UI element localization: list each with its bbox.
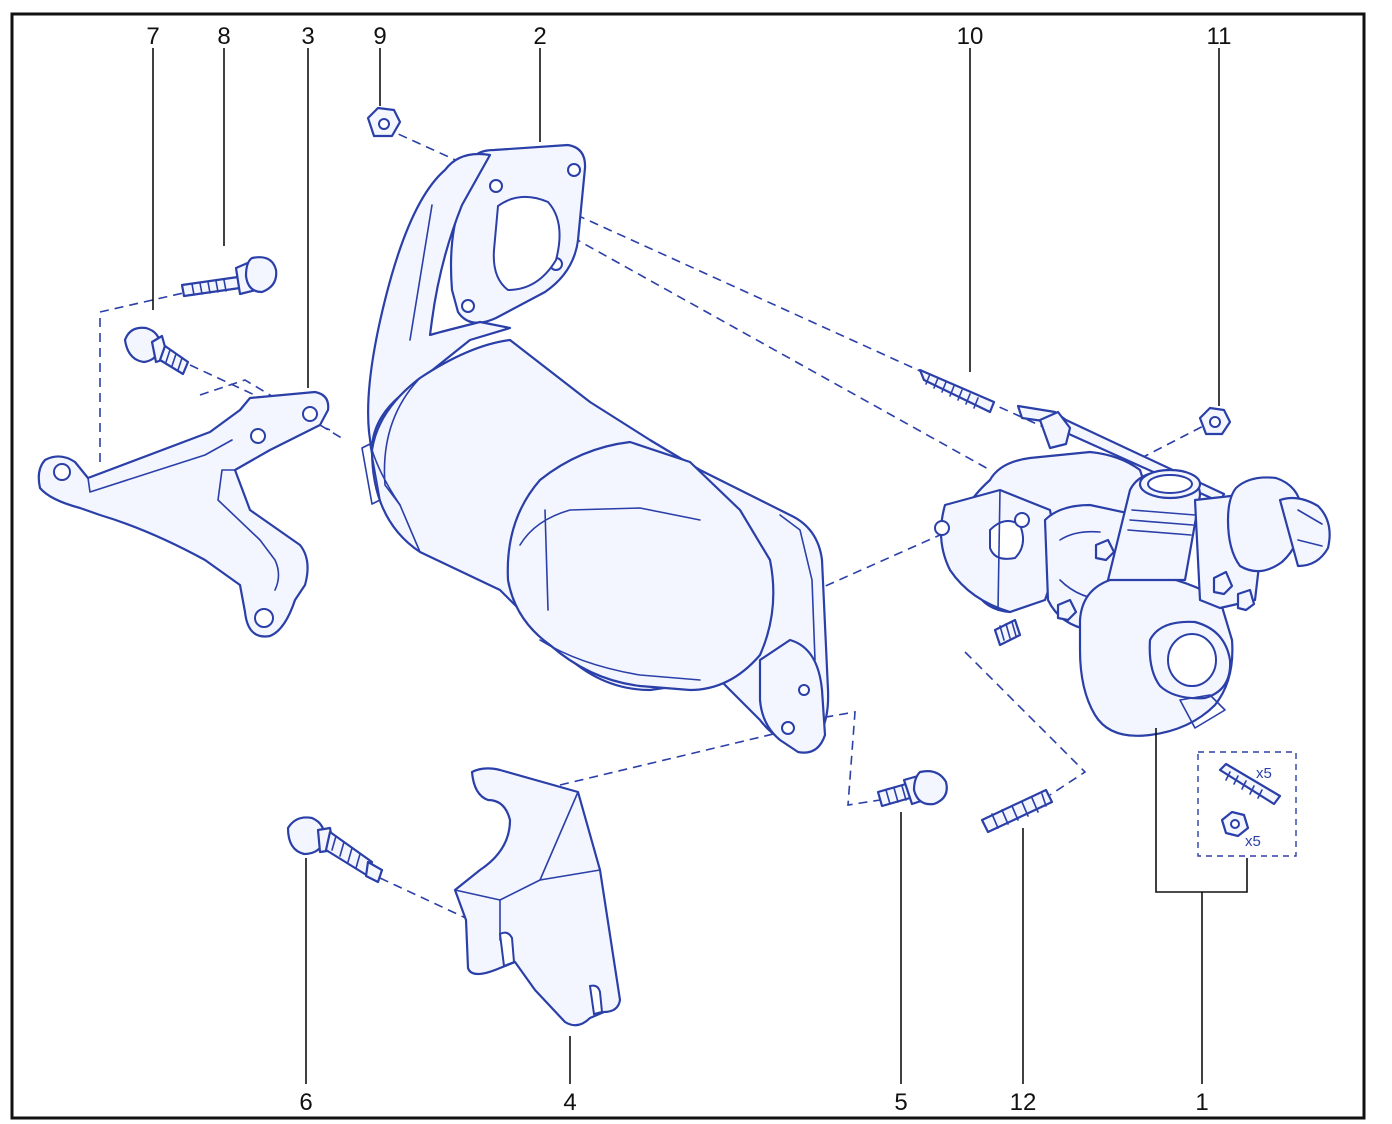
callout-8: 8: [217, 23, 230, 50]
stud-quantity-label: x5: [1256, 765, 1272, 782]
diagram-frame: [10, 12, 1366, 1120]
callout-9: 9: [373, 23, 386, 50]
callout-6: 6: [299, 1089, 312, 1116]
callout-numbers: 7 8 3 9 2 10 11 6 4 5 12 1: [146, 23, 1231, 1116]
part-11-nut[interactable]: [1198, 406, 1232, 436]
callout-11: 11: [1207, 23, 1232, 50]
part-5-bolt[interactable]: [876, 770, 948, 808]
callout-1: 1: [1195, 1089, 1208, 1116]
callout-leaders: [152, 48, 1248, 1084]
part-1-turbocharger[interactable]: [934, 404, 1331, 737]
part-3-bracket[interactable]: [37, 390, 330, 638]
callout-4: 4: [563, 1089, 576, 1116]
callout-7: 7: [146, 23, 159, 50]
callout-12: 12: [1010, 1089, 1037, 1116]
part-8-bolt[interactable]: [180, 256, 278, 298]
part-10-stud[interactable]: [918, 368, 996, 414]
part-12-stud[interactable]: [980, 788, 1054, 834]
nut-quantity-label: x5: [1245, 833, 1261, 850]
part-6-bolt[interactable]: [286, 816, 384, 884]
callout-5: 5: [894, 1089, 907, 1116]
callout-3: 3: [301, 23, 314, 50]
part-1-kit-box: x5 x5: [1197, 751, 1297, 857]
part-7-bolt[interactable]: [123, 326, 190, 376]
callout-2: 2: [533, 23, 546, 50]
part-2-catalytic-converter[interactable]: [361, 143, 830, 754]
callout-10: 10: [957, 23, 984, 50]
part-9-nut[interactable]: [366, 106, 402, 138]
part-4-heat-shield-bracket[interactable]: [453, 767, 622, 1027]
